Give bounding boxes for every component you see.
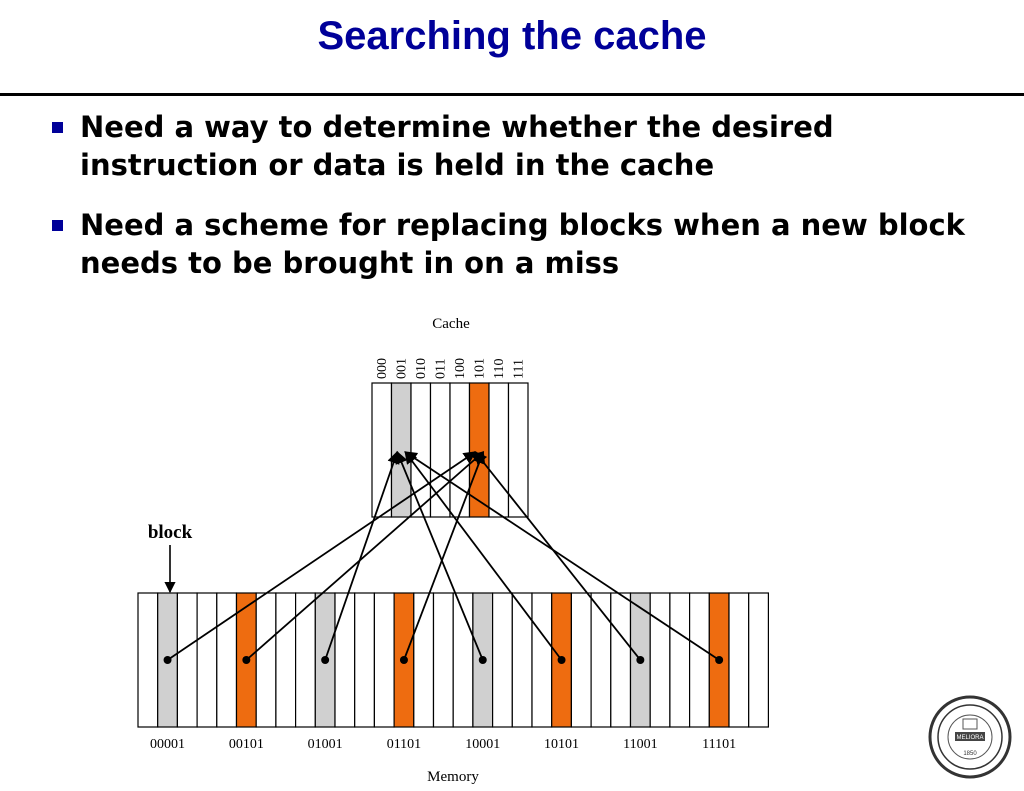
memory-block-dot [715,656,724,664]
memory-address-label: 00001 [150,737,185,752]
memory-block [137,592,159,728]
mapping-arrow-11101 [404,451,720,661]
memory-block-dot [242,656,251,664]
cache-slot-labels: 000 001 010 011 100 101 110 111 [375,358,527,379]
cache-label: Cache [432,316,470,332]
memory-block [255,592,277,728]
memory-address-label: 10001 [465,737,500,752]
memory-block [432,592,454,728]
memory-block [748,592,770,728]
memory-block [413,592,435,728]
memory-block [669,592,691,728]
memory-block-dot [478,656,487,664]
memory-block [354,592,376,728]
cache-mapping-diagram: Cache 000 001 010 011 100 101 110 111 00001 0010… [137,316,770,785]
memory-block-dot [321,656,330,664]
cache-slot-label: 111 [511,359,526,379]
block-label: block [148,522,193,543]
cache-slot-label: 000 [375,358,390,379]
memory-address-label: 11101 [702,737,736,752]
bullet-text: Need a scheme for replacing blocks when … [80,208,965,280]
memory-block [728,592,750,728]
mapping-arrows [163,450,724,664]
memory-label: Memory [427,769,479,785]
memory-block [688,592,710,728]
memory-address-labels: 00001 00101 01001 01101 10001 10101 11001 11101 [150,737,736,752]
mapping-arrow-11001 [474,451,642,661]
cache-slot-110 [488,382,510,518]
memory-block [176,592,198,728]
cache-slot-label: 101 [472,358,487,379]
memory-block-dot [399,656,408,664]
memory-address-label: 10101 [544,737,579,752]
memory-block [511,592,533,728]
memory-block [570,592,592,728]
seal-year: 1850 [963,751,977,757]
memory-address-label: 00101 [229,737,264,752]
memory-block-dot [557,656,566,664]
bullet-text: Need a way to determine whether the desi… [80,110,834,182]
memory-block [531,592,553,728]
memory-block [373,592,395,728]
memory-block [334,592,356,728]
memory-block [610,592,632,728]
mapping-arrow-00001 [167,451,477,661]
cache-slot-010 [410,382,432,518]
cache-slot-111 [507,382,529,518]
seal-motto: MELIORA [956,735,983,741]
cache-array [371,382,529,518]
memory-address-label: 11001 [623,737,657,752]
memory-block [275,592,297,728]
bullet-square-icon [52,220,63,231]
cache-slot-label: 010 [414,358,429,379]
cache-slot-label: 100 [453,358,468,379]
memory-block [216,592,238,728]
memory-block [649,592,671,728]
memory-array [137,592,770,728]
mapping-arrow-01101 [403,450,486,661]
memory-block-dot [163,656,172,664]
bullet-item-2: Need a scheme for replacing blocks when … [52,206,992,282]
title-rule [0,93,1024,96]
mapping-arrow-10101 [404,450,563,661]
cache-slot-label: 011 [433,359,448,379]
cache-slot-label: 001 [394,358,409,379]
memory-block [590,592,612,728]
memory-address-label: 01101 [387,737,421,752]
memory-address-label: 01001 [308,737,343,752]
memory-block [492,592,513,728]
bullet-item-1: Need a way to determine whether the desi… [52,108,992,184]
university-seal: MELIORA 1850 [928,695,1012,779]
mapping-arrow-00101 [245,451,485,661]
memory-block-dot [636,656,645,664]
cache-slot-label: 110 [492,359,507,379]
memory-block [196,592,218,728]
mapping-arrow-10001 [395,450,484,661]
bullet-square-icon [52,122,63,133]
mapping-arrow-01001 [324,450,400,661]
page-title: Searching the cache [317,14,707,58]
